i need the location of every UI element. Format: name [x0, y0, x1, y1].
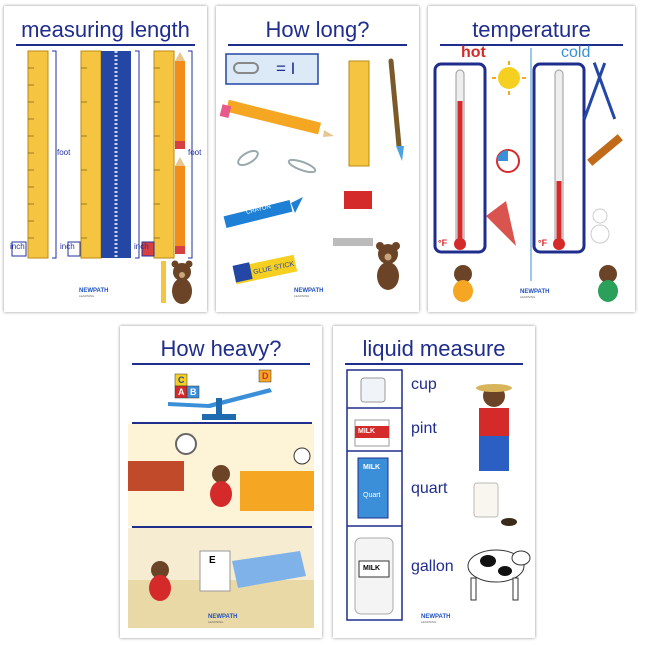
paperclip-equation: = I [276, 59, 296, 78]
liquid-item-gallon: gallon [411, 558, 454, 575]
thermometers-illustration [433, 48, 623, 302]
gallon-jug-label: MILK [363, 565, 381, 572]
temperature-unit-label: °F [538, 238, 548, 248]
pint-carton-label: MILK [358, 428, 376, 435]
block-letter: B [190, 387, 197, 397]
quart-carton-label: Quart [363, 492, 381, 499]
title-rule [440, 44, 623, 46]
liquid-item-pint: pint [411, 420, 437, 437]
measuring-objects-illustration [219, 53, 404, 290]
block-letter: A [178, 387, 185, 397]
eye-chart-letter: E [209, 555, 216, 566]
poster-title: temperature [472, 17, 591, 42]
inch-label: inch [10, 242, 25, 251]
quart-carton-top-label: MILK [363, 464, 381, 471]
title-rule [228, 44, 407, 46]
liquid-item-cup: cup [411, 376, 437, 393]
poster-title: How heavy? [160, 336, 282, 361]
temperature-unit-label: °F [438, 238, 448, 248]
poster-liquid-measure: liquid measure cup pint quart gallon MIL… [333, 326, 535, 638]
hot-label: hot [461, 44, 486, 61]
title-rule [345, 363, 523, 365]
liquid-item-quart: quart [411, 480, 448, 497]
block-letter: C [178, 375, 185, 385]
poster-title: How long? [265, 17, 370, 42]
rulers-illustration [11, 50, 193, 304]
liquid-containers-illustration [346, 369, 531, 621]
foot-label: foot [57, 148, 71, 157]
poster-title: measuring length [21, 17, 190, 42]
block-letter: D [262, 371, 269, 381]
cold-label: cold [561, 44, 591, 61]
title-rule [16, 44, 195, 46]
inch-label: inch [134, 242, 149, 251]
inch-label: inch [60, 242, 75, 251]
foot-label: foot [188, 148, 202, 157]
title-rule [132, 363, 310, 365]
weighing-scenes-illustration [128, 369, 314, 628]
poster-measuring-length: measuring length [4, 6, 207, 312]
poster-title: liquid measure [362, 336, 506, 361]
